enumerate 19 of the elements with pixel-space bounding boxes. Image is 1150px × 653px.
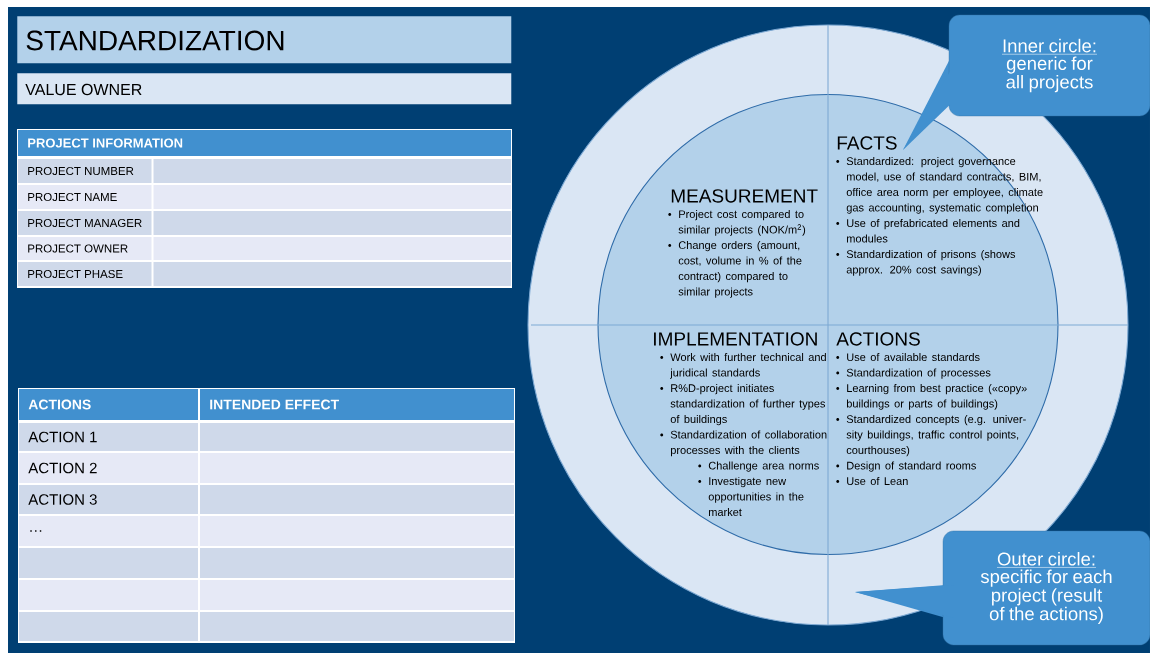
table-cell: … xyxy=(19,516,198,546)
table-header: ACTIONS xyxy=(19,389,198,420)
table-cell: ACTION 3 xyxy=(19,485,198,514)
table-header: PROJECT INFORMATION xyxy=(18,130,511,156)
table-header: INTENDED EFFECT xyxy=(200,389,514,420)
quadrant-text: MEASUREMENT Project cost compared to similar projects (NOK/m$^{2}$) Change orders (amount, cost, volume in % of the contract) compared to similar projects xyxy=(668,189,818,298)
text-box: VALUE OWNER xyxy=(17,73,512,105)
table-cell: PROJECT NAME xyxy=(18,185,152,209)
quadrant-text: ACTIONS Use of available standards Standardization of processes Learning from best practice («copy» buildings or parts of buildings) Standardized concepts (e.g. univer-sity buildings, traffic control points, courthouses) Design of standard rooms Use of Lean xyxy=(836,332,1027,485)
callout-bubble: Outer circle: specific for each project (result of the actions) xyxy=(855,530,1150,646)
callout-bubble: Inner circle: generic for all projects xyxy=(903,14,1150,150)
table-cell: PROJECT OWNER xyxy=(18,237,152,260)
title-box: STANDARDIZATION xyxy=(17,16,512,64)
table-cell: ACTION 2 xyxy=(19,453,198,483)
table-cell: PROJECT NUMBER xyxy=(18,159,152,183)
table-cell: PROJECT MANAGER xyxy=(18,211,152,235)
table-cell: PROJECT PHASE xyxy=(18,262,152,286)
quadrant-text: IMPLEMENTATION Work with further technical and juridical standards R%D-project initiates standardization of further types of buildings Standardization of collaboration processes with the clients Challenge area norms Investigate new opportunities in the market xyxy=(654,332,827,516)
table-cell: ACTION 1 xyxy=(19,423,198,451)
